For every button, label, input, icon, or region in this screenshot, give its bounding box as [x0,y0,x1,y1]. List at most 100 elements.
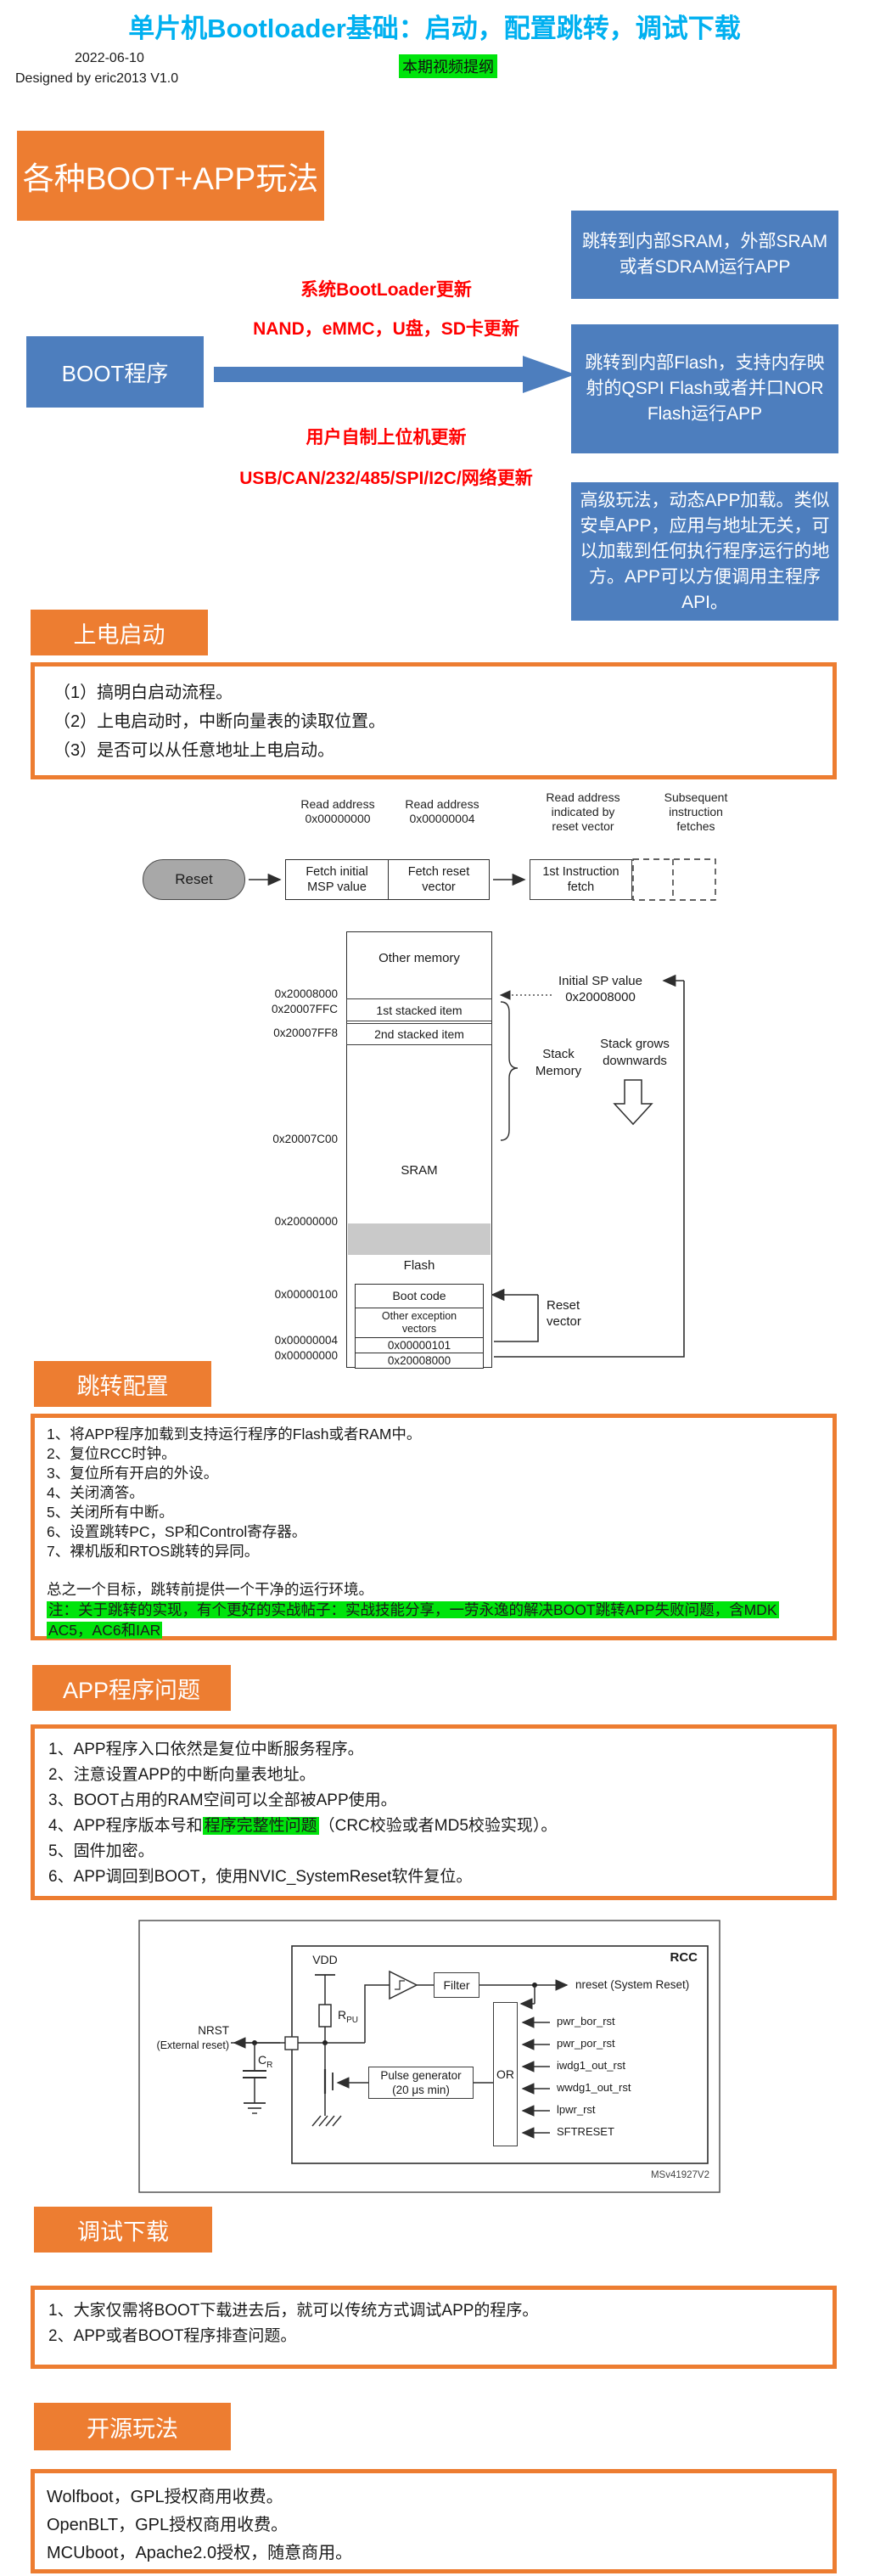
open-source-box: Wolfboot，GPL授权商用收费。 OpenBLT，GPL授权商用收费。 M… [31,2469,837,2573]
power-on-item: （1）搞明白启动流程。 [53,683,233,702]
memory-region-reserved [348,1223,491,1255]
debug-item: 1、大家仅需将BOOT下载进去后，就可以传统方式调试APP的程序。 [48,2302,539,2320]
rpu-main: R [338,2008,347,2022]
jump-note-line2: AC5，AC6和IAR [47,1622,163,1639]
jump-item: 3、复位所有开启的外设。 [47,1465,219,1482]
debug-download-box: 1、大家仅需将BOOT下载进去后，就可以传统方式调试APP的程序。 2、APP或… [31,2286,837,2369]
power-on-notes-box: （1）搞明白启动流程。 （2）上电启动时，中断向量表的读取位置。 （3）是否可以… [31,662,837,779]
fetch-msp-cell: Fetch initial MSP value [286,860,389,899]
app-issue-item: 3、BOOT占用的RAM空间可以全部被APP使用。 [48,1791,397,1809]
jump-item: 4、关闭滴答。 [47,1484,144,1501]
target-box-flash: 跳转到内部Flash，支持内存映射的QSPI Flash或者并口NOR Flas… [571,324,838,453]
figure-watermark: MSv41927V2 [650,2170,709,2180]
address-label: 0x20007FF8 [273,1026,338,1039]
section-label-jump-config: 跳转配置 [34,1361,211,1407]
vector-row-initial-sp-value: 0x20008000 [356,1353,483,1368]
address-label: 0x00000100 [274,1288,338,1301]
section-label-boot-app: 各种BOOT+APP玩法 [17,131,324,221]
memory-region-sram: SRAM [401,1163,438,1178]
jump-note-line1: 注：关于跳转的实现，有个更好的实战帖子：实战技能分享，一劳永逸的解决BOOT跳转… [47,1601,779,1618]
flow-label-system-bootloader: 系统BootLoader更新 [300,280,472,300]
nrst-label: NRST [198,2024,229,2037]
flow-label-user-host: 用户自制上位机更新 [306,428,467,447]
cr-sub: R [266,2060,273,2070]
boot-program-box: BOOT程序 [26,336,204,408]
app-issue-item: 6、APP调回到BOOT，使用NVIC_SystemReset软件复位。 [48,1868,473,1886]
reset-source-label: SFTRESET [557,2125,614,2138]
page-title: 单片机Bootloader基础：启动，配置跳转，调试下载 [128,14,741,43]
address-label: 0x00000000 [274,1349,338,1362]
reset-source-label: pwr_por_rst [557,2037,615,2050]
jump-item: 7、裸机版和RTOS跳转的异同。 [47,1543,260,1560]
memory-region-flash: Flash [403,1258,435,1273]
address-label: 0x20008000 [274,987,338,1000]
section-label-app-issues: APP程序问题 [32,1665,231,1711]
app-issue-item: 2、注意设置APP的中断向量表地址。 [48,1766,316,1784]
rpu-sub: PU [346,2015,359,2025]
app-issue-4-prefix: 4、APP程序版本号和 [48,1817,203,1835]
vector-row-other-exceptions: Other exception vectors [381,1310,457,1335]
section-label-debug-download: 调试下载 [34,2207,212,2253]
rcc-label: RCC [670,1950,698,1965]
vector-row-reset-vector-value: 0x00000101 [356,1337,483,1353]
vector-row-boot-code: Boot code [356,1285,483,1308]
memory-region-other: Other memory [378,951,460,965]
address-label: 0x00000004 [274,1334,338,1347]
flow-label-usb-can: USB/CAN/232/485/SPI/I2C/网络更新 [239,469,533,488]
boot-flow-arrow [214,356,575,393]
author-text: Designed by eric2013 V1.0 [15,71,179,86]
diagram-column-header: Read address 0x00000004 [405,797,479,825]
cr-main: C [258,2053,267,2067]
jump-item: 2、复位RCC时钟。 [47,1445,177,1462]
rpu-label: RPU [338,2008,358,2025]
jump-item: 5、关闭所有中断。 [47,1504,174,1521]
power-on-item: （2）上电启动时，中断向量表的读取位置。 [53,712,386,731]
vdd-label: VDD [312,1953,338,1966]
app-issue-4-highlight: 程序完整性问题 [202,1817,319,1835]
fetch-vector-cell: Fetch reset vector [407,865,470,894]
debug-item: 2、APP或者BOOT程序排查问题。 [48,2327,297,2345]
cr-label: CR [258,2053,272,2070]
section-label-open-source: 开源玩法 [34,2403,231,2450]
vector-table-box: Boot code Other exception vectors 0x0000… [355,1284,484,1369]
address-label: 0x20007C00 [272,1133,338,1145]
app-issue-4-suffix: （CRC校验或者MD5校验实现）。 [318,1817,558,1835]
reset-source-label: iwdg1_out_rst [557,2059,625,2072]
reset-source-label: wwdg1_out_rst [557,2081,631,2094]
reset-node: Reset [143,859,245,900]
external-reset-label: (External reset) [156,2039,229,2051]
app-issue-item: 4、APP程序版本号和程序完整性问题（CRC校验或者MD5校验实现）。 [48,1814,819,1839]
or-gate-box: OR [493,2002,518,2146]
target-box-dynamic: 高级玩法，动态APP加载。类似安卓APP，应用与地址无关，可以加载到任何执行程序… [571,482,838,621]
jump-summary: 总之一个目标，跳转前提供一个干净的运行环境。 [47,1581,373,1598]
first-instruction-box: 1st Instruction fetch [530,859,632,900]
open-source-item: OpenBLT，GPL授权商用收费。 [47,2516,289,2534]
memory-row-stacked2: 2nd stacked item [346,1023,492,1045]
initial-sp-annotation: Initial SP value 0x20008000 [558,974,642,1004]
app-issue-item: 1、APP程序入口依然是复位中断服务程序。 [48,1741,364,1758]
flow-label-nand-emmc: NAND，eMMC，U盘，SD卡更新 [253,319,519,339]
open-source-item: MCUboot，Apache2.0授权，随意商用。 [47,2544,353,2562]
address-label: 0x20000000 [274,1215,338,1228]
pulse-generator-box: Pulse generator (20 μs min) [368,2067,474,2099]
power-on-item: （3）是否可以从任意地址上电启动。 [53,741,335,760]
app-issues-box: 1、APP程序入口依然是复位中断服务程序。 2、注意设置APP的中断向量表地址。… [31,1724,837,1900]
video-outline-tag: 本期视频提纲 [399,54,497,78]
nreset-label: nreset (System Reset) [575,1978,690,1991]
date-text: 2022-06-10 [75,51,144,65]
reset-vector-annotation: Reset vector [547,1298,581,1329]
app-issue-item: 5、固件加密。 [48,1842,154,1860]
diagram-column-header: Read address 0x00000000 [300,797,375,825]
reset-source-label: pwr_bor_rst [557,2015,615,2028]
filter-box: Filter [434,1972,479,1998]
diagram-column-header: Read address indicated by reset vector [546,790,620,833]
jump-item: 1、将APP程序加载到支持运行程序的Flash或者RAM中。 [47,1426,422,1443]
target-box-sram: 跳转到内部SRAM，外部SRAM或者SDRAM运行APP [571,211,838,299]
reset-source-label: lpwr_rst [557,2103,596,2116]
stack-memory-annotation: Stack Memory [535,1047,582,1078]
address-label: 0x20007FFC [271,1003,338,1015]
jump-item: 6、设置跳转PC，SP和Control寄存器。 [47,1523,307,1540]
stack-grows-annotation: Stack grows downwards [600,1037,670,1068]
section-label-power-on: 上电启动 [31,610,208,655]
open-source-item: Wolfboot，GPL授权商用收费。 [47,2488,283,2506]
